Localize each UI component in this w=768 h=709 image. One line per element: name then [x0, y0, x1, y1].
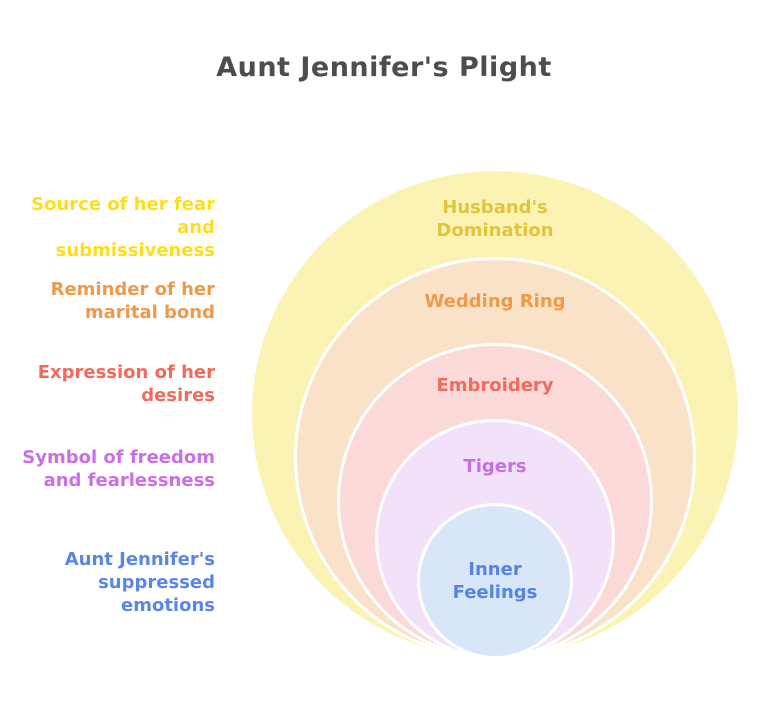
circle-label-husbands-domination: Husband's Domination [365, 196, 625, 242]
label-line: Inner [468, 559, 522, 580]
side-label-husbands-domination: Source of her fear and submissiveness [15, 193, 215, 262]
label-line: Embroidery [436, 375, 554, 396]
label-line: Tigers [463, 456, 527, 477]
label-line: Symbol of freedom [22, 447, 215, 468]
label-line: Wedding Ring [424, 291, 566, 312]
label-line: marital bond [84, 302, 215, 323]
side-label-embroidery: Expression of her desires [15, 361, 215, 407]
circle-label-embroidery: Embroidery [365, 374, 625, 397]
label-line: Domination [436, 220, 554, 241]
label-line: emotions [121, 595, 215, 616]
side-label-wedding-ring: Reminder of her marital bond [15, 278, 215, 324]
label-line: Expression of her [37, 362, 215, 383]
label-line: desires [141, 385, 215, 406]
label-line: suppressed [98, 572, 215, 593]
label-line: Aunt Jennifer's [64, 549, 215, 570]
circle-label-inner-feelings: Inner Feelings [365, 558, 625, 604]
circle-label-tigers: Tigers [365, 455, 625, 478]
side-label-tigers: Symbol of freedom and fearlessness [15, 446, 215, 492]
circle-label-wedding-ring: Wedding Ring [365, 290, 625, 313]
label-line: and fearlessness [43, 470, 215, 491]
label-line: and submissiveness [55, 217, 215, 261]
page-title: Aunt Jennifer's Plight [216, 52, 552, 83]
label-line: Feelings [452, 582, 538, 603]
circle-inner-feelings [417, 503, 573, 659]
label-line: Reminder of her [50, 279, 215, 300]
side-label-inner-feelings: Aunt Jennifer's suppressed emotions [15, 548, 215, 617]
label-line: Source of her fear [31, 194, 215, 215]
label-line: Husband's [442, 197, 548, 218]
